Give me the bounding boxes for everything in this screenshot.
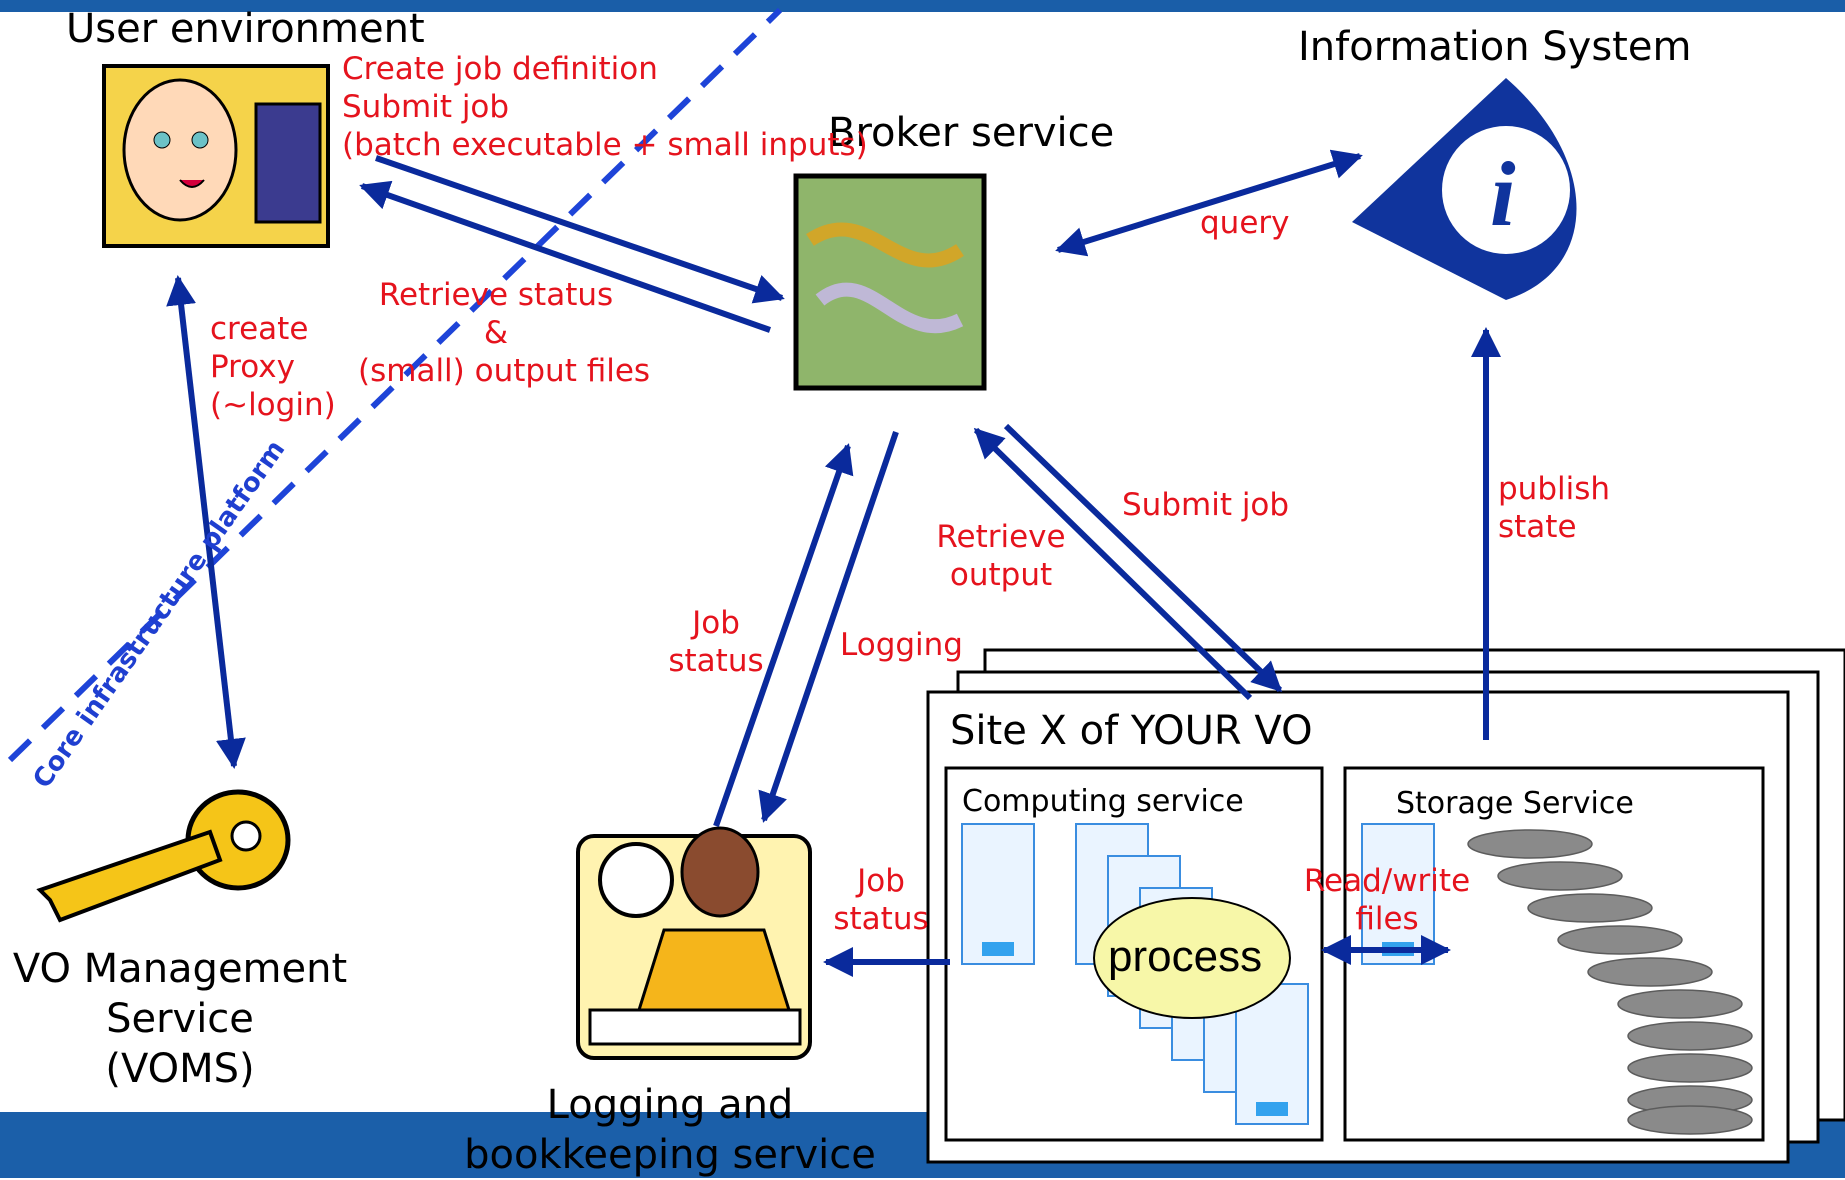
label-query: query	[1200, 205, 1290, 241]
process-ellipse	[1093, 897, 1291, 1019]
action-submit-job: Submit job	[342, 89, 510, 125]
voms-line3: (VOMS)	[105, 1046, 255, 1092]
broker-icon	[793, 173, 987, 391]
arrow-submit-to-broker	[375, 155, 785, 304]
label-create-proxy-line1: create	[210, 311, 309, 347]
top-bar	[0, 0, 1845, 12]
label-publish-line1: publish	[1498, 471, 1611, 507]
label-retrieve-status-line2: &	[483, 315, 509, 351]
arrow-site-to-broker	[973, 427, 1253, 701]
disk-stack-icon	[1467, 829, 1753, 1135]
logging-service-title: Logging and bookkeeping service	[450, 1080, 890, 1180]
arrow-broker-to-site	[1003, 423, 1283, 693]
storage-service-label: Storage Service	[1396, 786, 1634, 821]
label-read-write-line2: files	[1355, 901, 1419, 937]
process-label: process	[1108, 932, 1263, 981]
label-job-status-site-line2: status	[833, 901, 929, 937]
logging-service-line2: bookkeeping service	[464, 1132, 876, 1178]
broker-service-title: Broker service	[828, 110, 1115, 156]
action-batch-inputs: (batch executable + small inputs)	[342, 127, 868, 163]
user-environment-title: User environment	[66, 6, 425, 52]
label-create-proxy-line3: (~login)	[210, 387, 336, 423]
arrow-logging-to-broker	[713, 443, 854, 827]
svg-text:i: i	[1490, 143, 1516, 245]
arrow-broker-to-logging	[758, 431, 899, 823]
label-job-status-broker: Job status	[664, 604, 768, 680]
label-job-status-site: Job status	[830, 862, 932, 938]
label-retrieve-status: Retrieve status & (small) output files	[358, 276, 651, 390]
label-read-write: Read/write files	[1302, 862, 1472, 938]
label-retrieve-output: Retrieve output	[926, 518, 1076, 594]
label-job-status-site-line1: Job	[857, 863, 905, 899]
label-create-proxy: create Proxy (~login)	[210, 310, 336, 424]
computing-service-label: Computing service	[962, 784, 1244, 819]
logging-service-line1: Logging and	[546, 1082, 794, 1128]
info-icon: i	[1352, 78, 1577, 300]
key-icon	[36, 789, 291, 923]
label-publish-state: publish state	[1498, 470, 1610, 546]
voms-line2: Service	[106, 996, 254, 1042]
logging-icon	[576, 826, 812, 1060]
arrow-broker-to-user	[359, 180, 771, 333]
site-title: Site X of YOUR VO	[950, 708, 1313, 754]
core-platform-boundary	[7, 7, 783, 763]
arrow-query	[1055, 149, 1363, 257]
label-retrieve-output-line1: Retrieve	[936, 519, 1066, 555]
label-retrieve-status-line3: (small) output files	[358, 353, 651, 389]
label-publish-line2: state	[1498, 509, 1577, 545]
information-system-title: Information System	[1298, 24, 1692, 70]
voms-title: VO Management Service (VOMS)	[10, 944, 350, 1094]
label-create-proxy-line2: Proxy	[210, 349, 295, 385]
label-retrieve-status-line1: Retrieve status	[378, 277, 614, 313]
arrow-user-voms	[166, 275, 246, 769]
label-logging: Logging	[840, 627, 963, 663]
label-job-status-broker-line1: Job	[692, 605, 740, 641]
label-retrieve-output-line2: output	[949, 557, 1053, 593]
user-icon	[102, 64, 330, 248]
label-submit-job: Submit job	[1122, 487, 1290, 523]
label-job-status-broker-line2: status	[668, 643, 764, 679]
voms-line1: VO Management	[12, 946, 348, 992]
action-create-job: Create job definition	[342, 51, 658, 87]
label-read-write-line1: Read/write	[1303, 863, 1471, 899]
